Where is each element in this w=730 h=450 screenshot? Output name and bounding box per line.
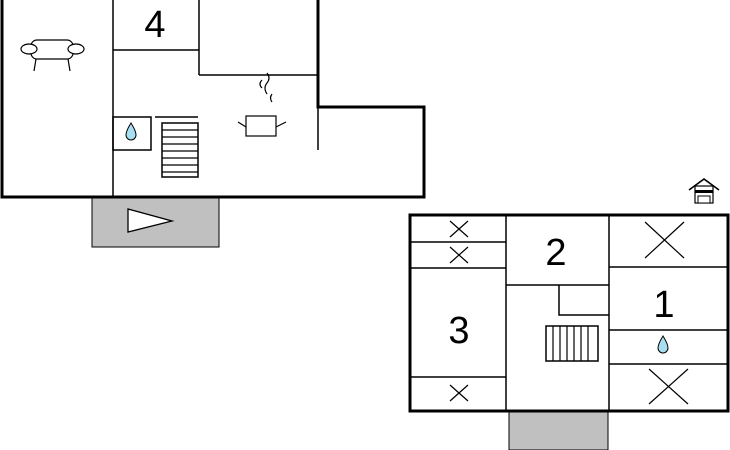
wall (558, 285, 609, 316)
stairs-icon (155, 116, 199, 178)
bed-icon (449, 220, 469, 238)
bed-icon (644, 221, 685, 259)
cooking-pot-icon (237, 72, 287, 137)
upper-floor: 4 (0, 0, 426, 248)
room-number-4: 4 (144, 4, 165, 46)
entrance-arrow-icon (127, 208, 175, 233)
room-number-3: 3 (448, 310, 469, 352)
terrace (508, 410, 609, 450)
bed-icon (449, 246, 469, 264)
sofa-icon (20, 39, 85, 72)
bed-icon (648, 368, 689, 405)
bed-icon (449, 384, 469, 402)
room-number-1: 1 (653, 284, 674, 326)
bathroom-icon (657, 335, 669, 354)
stairs-icon (545, 325, 599, 362)
bathroom-box (112, 116, 152, 151)
lower-floor-outline (408, 213, 730, 413)
upper-floor-outline (0, 0, 426, 199)
room-number-2: 2 (545, 232, 566, 274)
bathroom-icon (125, 122, 137, 141)
house-icon (688, 178, 720, 204)
lower-floor: 2 1 3 (408, 178, 730, 450)
